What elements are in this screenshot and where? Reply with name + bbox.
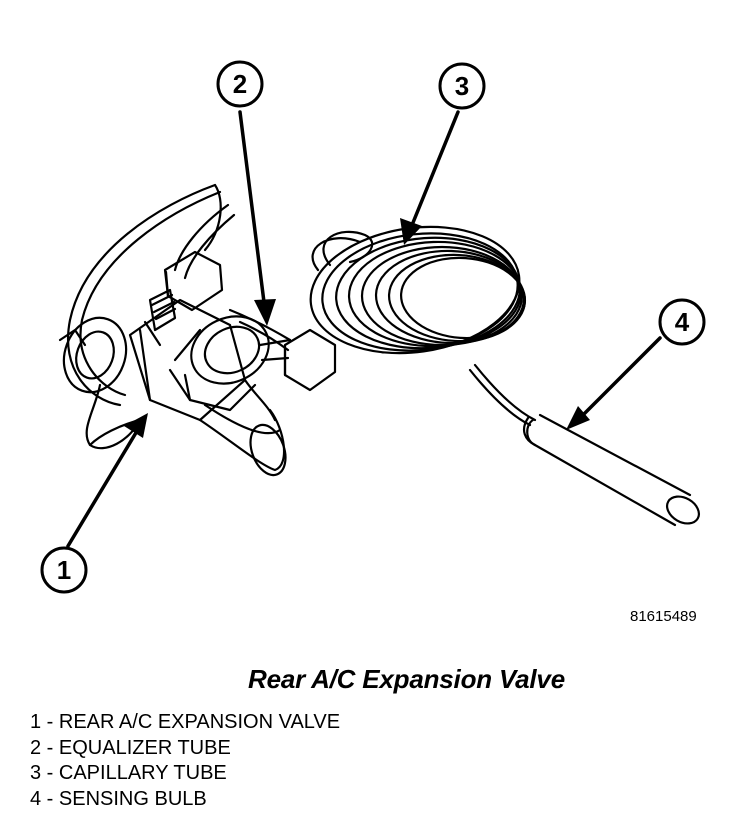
- parts-legend: 1 - REAR A/C EXPANSION VALVE 2 - EQUALIZ…: [30, 710, 340, 812]
- figure-id: 81615489: [630, 608, 697, 625]
- figure-caption: Rear A/C Expansion Valve: [248, 664, 565, 694]
- equalizer-nut: [228, 308, 337, 392]
- equalizer-loop: [67, 183, 236, 407]
- flare-nut: [143, 250, 224, 347]
- callout-number-4: 4: [675, 307, 690, 337]
- callout-number-1: 1: [57, 555, 71, 585]
- legend-item: 3 - CAPILLARY TUBE: [30, 762, 227, 784]
- callout-circle-3: [438, 62, 486, 110]
- callout-circles: [40, 60, 706, 594]
- capillary-coil: [309, 225, 527, 355]
- callout-number-3: 3: [455, 71, 469, 101]
- callout-arrows: [66, 110, 662, 548]
- legend-item: 1 - REAR A/C EXPANSION VALVE: [30, 711, 341, 733]
- valve-port-fitting: [168, 315, 270, 412]
- legend-item: 4 - SENSING BULB: [30, 787, 207, 810]
- legend-item: 2 - EQUALIZER TUBE: [30, 736, 231, 759]
- callout-arrowheads: [124, 218, 590, 438]
- valve-body: [128, 298, 287, 477]
- callout-circle-1: [40, 546, 88, 594]
- callout-circle-4: [658, 298, 706, 346]
- callout-circle-2: [216, 60, 264, 108]
- callout-number-2: 2: [233, 69, 247, 99]
- sensing-bulb: [468, 363, 700, 527]
